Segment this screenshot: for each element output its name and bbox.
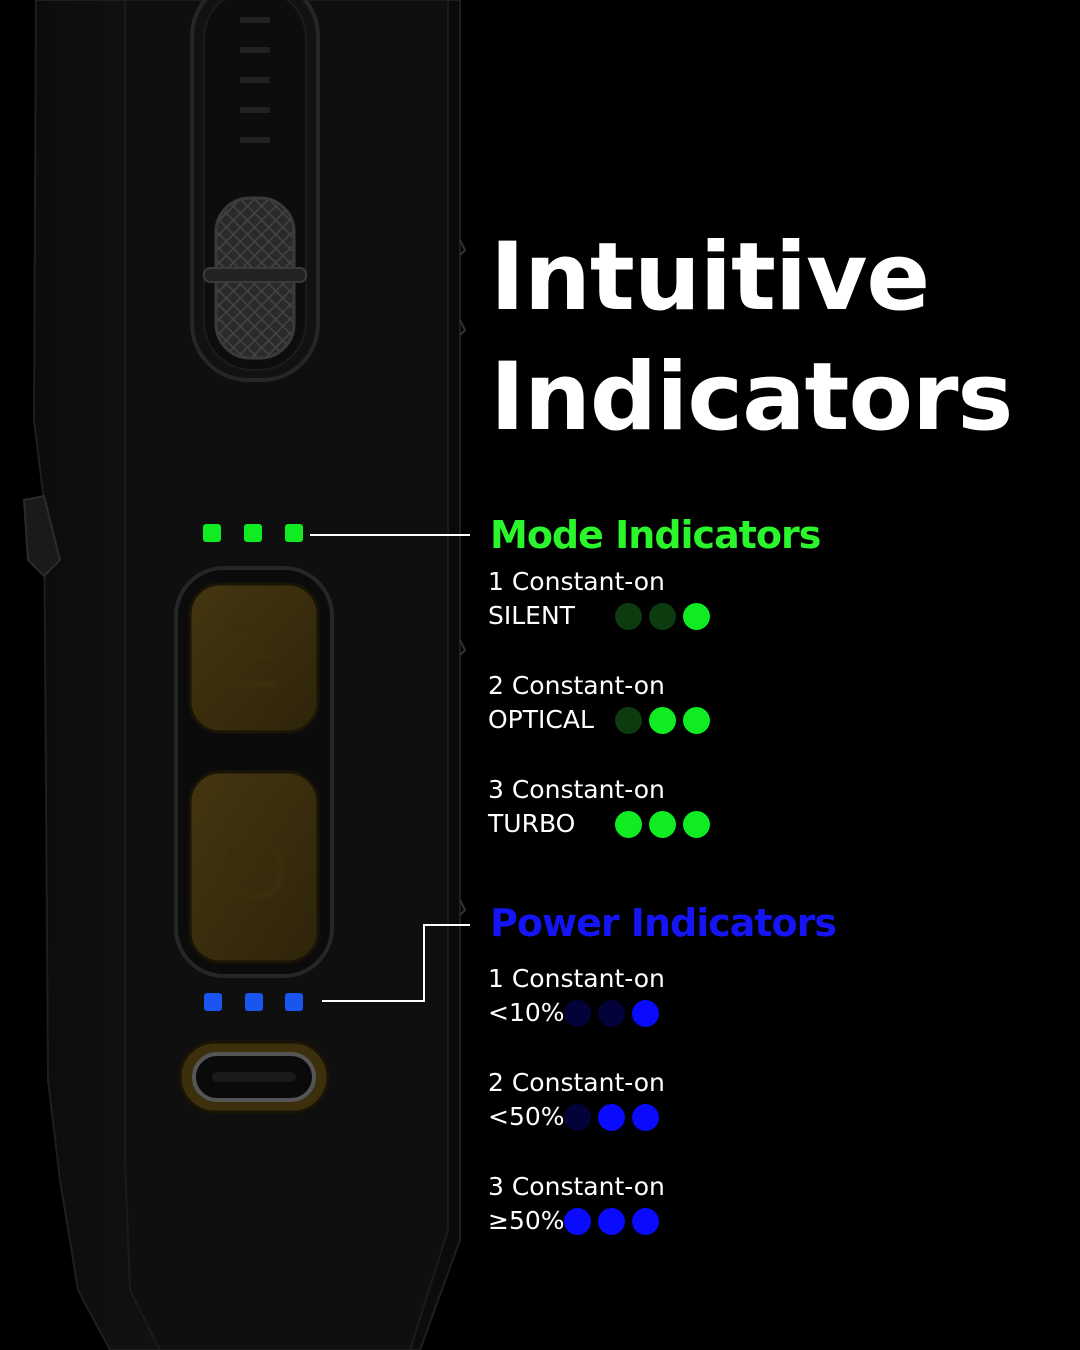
power-item-low: 1 Constant-on <10% xyxy=(488,963,1048,1031)
mode-item-count: 1 Constant-on xyxy=(488,567,665,596)
page-title: Intuitive Indicators xyxy=(490,218,1013,458)
power-dot xyxy=(632,1103,659,1131)
power-callout-line xyxy=(322,924,470,1002)
mode-dot xyxy=(615,602,642,630)
power-item-mid: 2 Constant-on <50% xyxy=(488,1067,1048,1135)
mode-item-optical: 2 Constant-on OPTICAL xyxy=(488,670,1048,738)
mode-item-label: TURBO xyxy=(488,809,576,838)
power-led xyxy=(204,993,222,1011)
mode-dots xyxy=(615,706,717,734)
power-button[interactable] xyxy=(188,770,320,964)
mode-item-label: OPTICAL xyxy=(488,705,594,734)
mode-dots xyxy=(615,810,717,838)
device-illustration xyxy=(22,0,470,1350)
mode-dot xyxy=(649,810,676,838)
title-line-2: Indicators xyxy=(490,343,1013,452)
power-led xyxy=(245,993,263,1011)
power-led xyxy=(285,993,303,1011)
power-dots xyxy=(564,999,666,1027)
power-led-group xyxy=(204,993,303,1011)
power-item-count: 3 Constant-on xyxy=(488,1172,665,1201)
mode-item-label: SILENT xyxy=(488,601,575,630)
mode-item-count: 3 Constant-on xyxy=(488,775,665,804)
power-item-label: <10% xyxy=(488,998,565,1027)
power-dot xyxy=(564,1207,591,1235)
power-item-count: 1 Constant-on xyxy=(488,964,665,993)
mode-item-turbo: 3 Constant-on TURBO xyxy=(488,774,1048,842)
mode-dot xyxy=(615,810,642,838)
menu-icon xyxy=(232,625,276,687)
power-indicators-heading: Power Indicators xyxy=(490,901,837,945)
mode-dot xyxy=(683,706,710,734)
mode-dot xyxy=(615,706,642,734)
power-dot xyxy=(598,1207,625,1235)
power-item-count: 2 Constant-on xyxy=(488,1068,665,1097)
menu-button[interactable] xyxy=(188,582,320,734)
brand-logo xyxy=(240,17,270,143)
mode-dot xyxy=(649,706,676,734)
mode-led xyxy=(203,524,221,542)
mode-indicators-heading: Mode Indicators xyxy=(490,513,821,557)
power-dots xyxy=(564,1103,666,1131)
mode-led-group xyxy=(203,524,303,542)
power-dot xyxy=(632,1207,659,1235)
callout-lines xyxy=(310,534,470,1002)
mode-item-silent: 1 Constant-on SILENT xyxy=(488,566,1048,634)
slider-switch xyxy=(190,0,320,382)
mode-dot xyxy=(649,602,676,630)
mode-dot xyxy=(683,810,710,838)
power-dot xyxy=(598,1103,625,1131)
power-icon xyxy=(223,830,285,901)
power-dot xyxy=(564,1103,591,1131)
mode-led xyxy=(244,524,262,542)
power-dots xyxy=(564,1207,666,1235)
mode-item-count: 2 Constant-on xyxy=(488,671,665,700)
mode-dot xyxy=(683,602,710,630)
usb-c-port-icon[interactable] xyxy=(178,1040,330,1114)
power-dot xyxy=(632,999,659,1027)
mode-dots xyxy=(615,602,717,630)
power-item-high: 3 Constant-on ≥50% xyxy=(488,1171,1048,1239)
power-item-label: <50% xyxy=(488,1102,565,1131)
mode-led xyxy=(285,524,303,542)
power-dot xyxy=(598,999,625,1027)
power-item-label: ≥50% xyxy=(488,1206,565,1235)
power-dot xyxy=(564,999,591,1027)
title-line-1: Intuitive xyxy=(490,223,930,332)
